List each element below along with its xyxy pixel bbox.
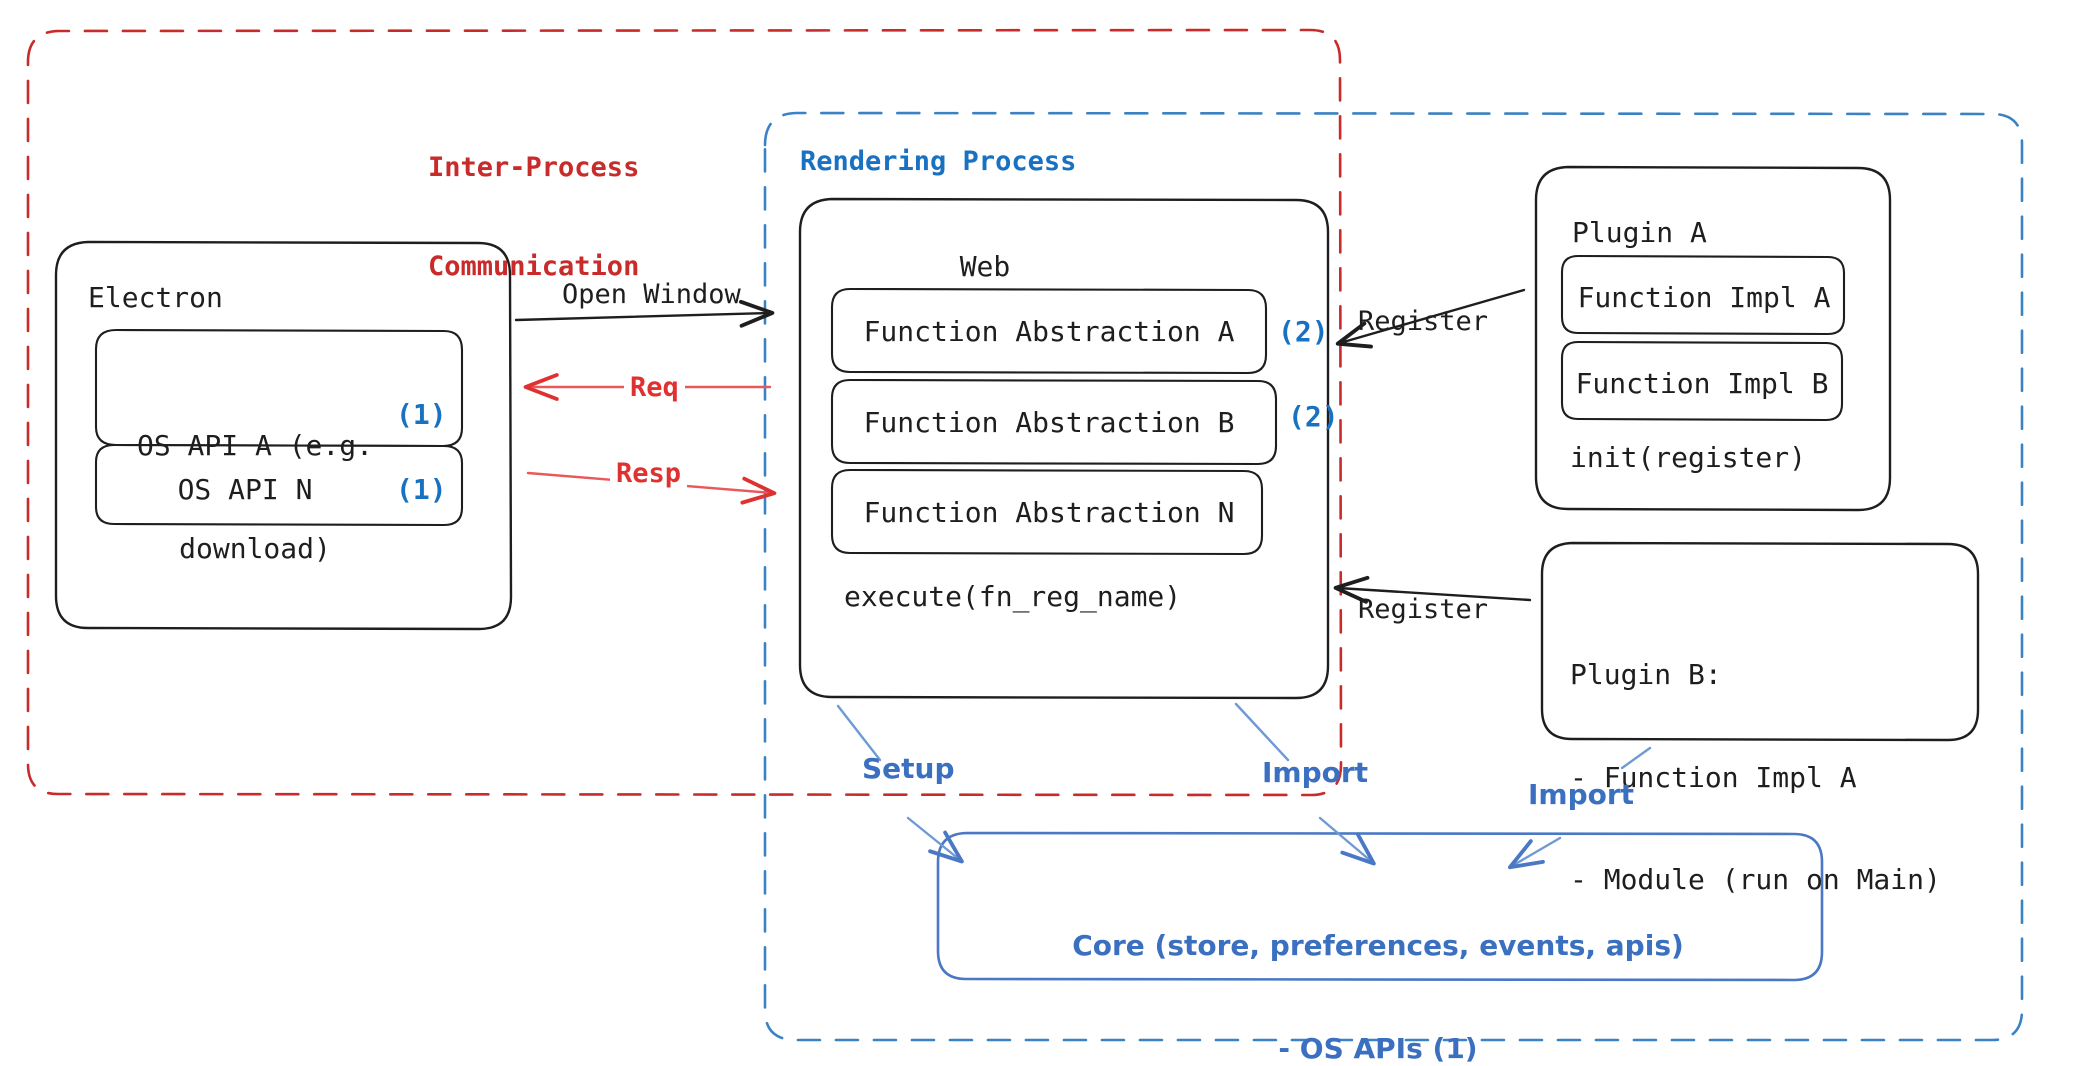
node-item-fn-impl-a: Function Impl A bbox=[1577, 281, 1831, 314]
edge-label-req: Req bbox=[624, 372, 685, 405]
node-item-os-api-a-line1: OS API A (e.g. bbox=[136, 429, 373, 463]
node-item-fn-abstraction-n: Function Abstraction N bbox=[863, 496, 1235, 529]
group-label-ipc: Inter-Process Communication bbox=[428, 86, 639, 350]
node-core-line-1: Core (store, preferences, events, apis) bbox=[1072, 929, 1684, 963]
node-plugin-b-line-1: - Function Impl A bbox=[1570, 760, 1857, 794]
edge-label-register-a: Register bbox=[1358, 306, 1489, 337]
node-title-plugin-b: Plugin B: bbox=[1570, 658, 1722, 692]
badge-fn-abstraction-a: (2) bbox=[1278, 315, 1329, 348]
node-plugin-b-line-2: - Module (run on Main) bbox=[1570, 863, 1941, 897]
node-item-os-api-a-line2: download) bbox=[179, 531, 331, 565]
node-title-plugin-a: Plugin A bbox=[1572, 216, 1707, 249]
edge-label-import-web: Import bbox=[1262, 756, 1369, 789]
node-footer-web-execute: execute(fn_reg_name) bbox=[844, 580, 1182, 613]
node-item-os-api-n: OS API N bbox=[177, 473, 313, 506]
node-core-content: Core (store, preferences, events, apis) … bbox=[950, 861, 1806, 1066]
edge-label-register-b: Register bbox=[1358, 594, 1489, 625]
node-item-fn-abstraction-b: Function Abstraction B bbox=[863, 406, 1235, 439]
badge-os-api-a: (1) bbox=[396, 398, 447, 431]
group-label-rendering: Rendering Process bbox=[800, 146, 1077, 177]
node-item-fn-impl-b: Function Impl B bbox=[1575, 367, 1829, 400]
node-footer-plugin-a-init: init(register) bbox=[1570, 441, 1807, 474]
badge-fn-abstraction-b: (2) bbox=[1288, 400, 1339, 433]
edge-label-resp: Resp bbox=[610, 458, 688, 491]
edge-label-open-window: Open Window bbox=[562, 279, 741, 310]
group-label-ipc-line1: Inter-Process bbox=[428, 151, 640, 183]
badge-os-api-n: (1) bbox=[396, 473, 447, 506]
node-title-electron: Electron bbox=[88, 281, 223, 314]
node-item-fn-abstraction-a: Function Abstraction A bbox=[863, 315, 1235, 348]
node-core-line-2: - OS APIs (1) bbox=[1278, 1031, 1478, 1065]
edge-label-setup: Setup bbox=[862, 752, 955, 785]
node-item-os-api-a: OS API A (e.g. download) bbox=[110, 361, 400, 634]
node-plugin-b-content: Plugin B: - Function Impl A - Module (ru… bbox=[1570, 590, 1941, 966]
node-title-web: Web bbox=[959, 250, 1011, 283]
group-label-ipc-line2: Communication bbox=[428, 250, 640, 282]
edge-label-import-plugin: Import bbox=[1528, 778, 1635, 811]
